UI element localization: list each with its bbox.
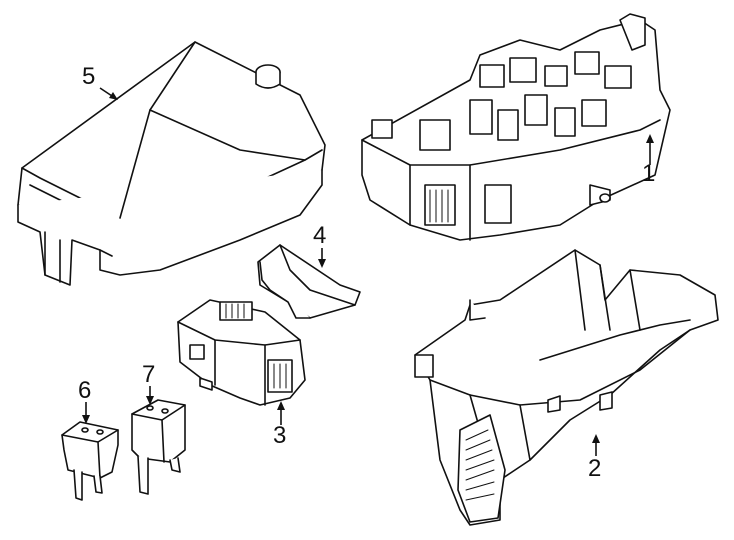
- callout-4: 4: [313, 222, 326, 249]
- part-2-lower-tray: [414, 249, 719, 526]
- callout-6: 6: [78, 377, 91, 404]
- callout-3: 3: [273, 422, 286, 449]
- callout-labels: 5 1 4 3 6 7 2: [78, 63, 655, 482]
- part-1-fuse-box: [361, 13, 671, 241]
- callout-5: 5: [82, 63, 95, 90]
- callout-2: 2: [588, 455, 601, 482]
- arrowhead-4: [318, 259, 326, 268]
- part-7-fuse: [131, 399, 186, 495]
- arrowhead-5: [109, 92, 118, 100]
- callout-1: 1: [642, 160, 655, 187]
- arrowhead-2: [592, 434, 600, 443]
- callout-leaders: [82, 87, 654, 456]
- callout-7: 7: [142, 361, 155, 388]
- part-6-mini-fuse: [61, 421, 119, 501]
- arrowhead-1: [646, 134, 654, 143]
- part-3-fuse-block: [177, 299, 306, 406]
- part-4-small-cover: [257, 244, 361, 319]
- part-5-cover: [17, 41, 326, 286]
- arrowhead-7: [146, 396, 154, 405]
- arrowhead-6: [82, 415, 90, 424]
- arrowhead-3: [277, 401, 285, 410]
